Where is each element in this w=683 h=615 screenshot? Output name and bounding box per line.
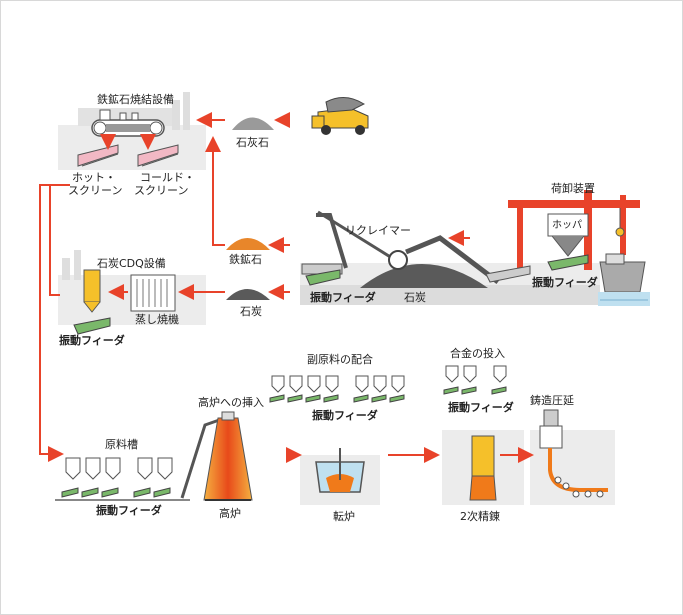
ship [598,253,650,306]
dump-truck [311,97,369,135]
label-bf-charge: 高炉への挿入 [198,396,264,409]
label-sinter-plant: 鉄鉱石焼結設備 [97,93,174,106]
converter [300,448,380,505]
alloy-feeders [443,386,507,395]
label-alloy-input: 合金の投入 [450,347,505,360]
label-coke-oven: 蒸し焼機 [135,313,179,326]
cdq-plant [58,250,206,335]
secondary-refining [442,430,524,505]
flow-arrows [39,112,534,463]
sub-material-bins [271,375,405,393]
label-converter: 転炉 [333,510,355,523]
label-cdq-plant: 石炭CDQ設備 [97,257,166,270]
limestone-pile [232,117,274,130]
label-vf-sub: 振動フィーダ [312,409,378,422]
label-blast-furnace: 高炉 [219,507,241,520]
raw-feeders [61,487,171,498]
label-vf-alloy: 振動フィーダ [448,401,514,414]
label-unloader: 荷卸装置 [551,182,595,195]
label-reclaimer: リクレイマー [345,224,411,237]
unloader-crane [485,190,640,283]
label-sub-material: 副原料の配合 [307,353,373,366]
label-hot-screen-2: スクリーン [68,184,123,197]
blast-furnace [203,411,253,501]
raw-bins [65,457,173,480]
label-hopper: ホッパ [552,220,582,231]
label-iron-ore: 鉄鉱石 [229,253,262,266]
label-limestone: 石灰石 [236,136,269,149]
label-hot-screen-1: ホット・ [72,171,116,184]
continuous-casting [530,409,615,505]
label-vf-cdq: 振動フィーダ [59,334,125,347]
label-vf-raw: 振動フィーダ [96,504,162,517]
label-secondary-refining: 2次精錬 [460,510,500,523]
raw-material-yard [300,210,600,305]
alloy-bins [445,365,507,383]
sinter-plant [58,92,206,170]
label-vf-yard: 振動フィーダ [310,291,376,304]
label-continuous-casting: 鋳造圧延 [530,394,574,407]
label-vf-unloader: 振動フィーダ [532,276,598,289]
label-coal: 石炭 [240,305,262,318]
label-cold-screen-2: スクリーン [134,184,189,197]
coal-pile-small [226,289,270,300]
sub-material-feeders [269,394,405,403]
iron-ore-pile [226,238,270,250]
label-cold-screen-1: コールド・ [140,171,195,184]
label-coal-yard: 石炭 [404,291,426,304]
label-raw-bin: 原料槽 [105,438,138,451]
